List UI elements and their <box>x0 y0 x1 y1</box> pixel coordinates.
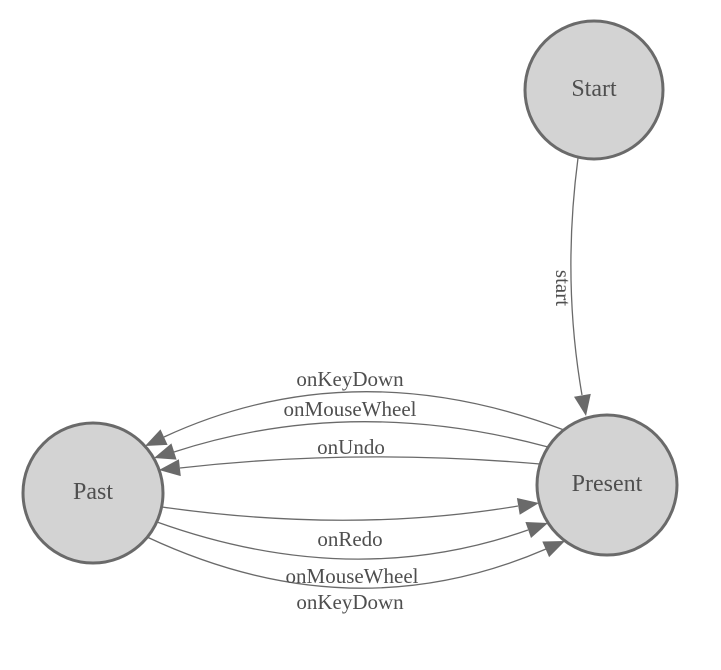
edge-present-to-past-onmousewheel <box>173 421 549 453</box>
edge-label-past-to-present-onkeydown: onKeyDown <box>296 590 404 614</box>
state-label-present: Present <box>572 471 643 497</box>
edge-label-present-to-past-onmousewheel: onMouseWheel <box>284 397 417 421</box>
state-node-start <box>523 19 665 161</box>
arrowhead-present-to-past-onkeydown <box>145 429 168 446</box>
arrowhead-past-to-present-onredo <box>516 498 539 515</box>
arrowhead-past-to-present-onmousewheel <box>525 522 548 538</box>
arrowhead-start-to-present-start <box>574 393 591 416</box>
state-node-present <box>535 413 679 557</box>
edge-past-to-present-onredo <box>161 505 519 521</box>
edge-label-present-to-past-onundo: onUndo <box>317 435 385 459</box>
edge-label-present-to-past-onkeydown: onKeyDown <box>296 367 404 391</box>
edge-present-to-past-onkeydown <box>163 391 565 438</box>
edge-label-past-to-present-onmousewheel: onMouseWheel <box>286 564 419 588</box>
state-node-past <box>21 421 165 565</box>
edge-label-start-to-present-start: start <box>551 270 575 306</box>
edge-past-to-present-onmousewheel <box>156 521 529 560</box>
edge-past-to-present-onkeydown <box>146 536 547 589</box>
state-label-start: Start <box>571 76 617 102</box>
edge-label-past-to-present-onredo: onRedo <box>317 527 382 551</box>
arrowhead-present-to-past-onmousewheel <box>154 443 177 460</box>
edge-present-to-past-onundo <box>179 456 541 469</box>
arrowhead-present-to-past-onundo <box>159 459 181 477</box>
edge-start-to-present-start <box>570 157 583 396</box>
state-label-past: Past <box>73 479 113 505</box>
arrowhead-past-to-present-onkeydown <box>542 541 565 558</box>
